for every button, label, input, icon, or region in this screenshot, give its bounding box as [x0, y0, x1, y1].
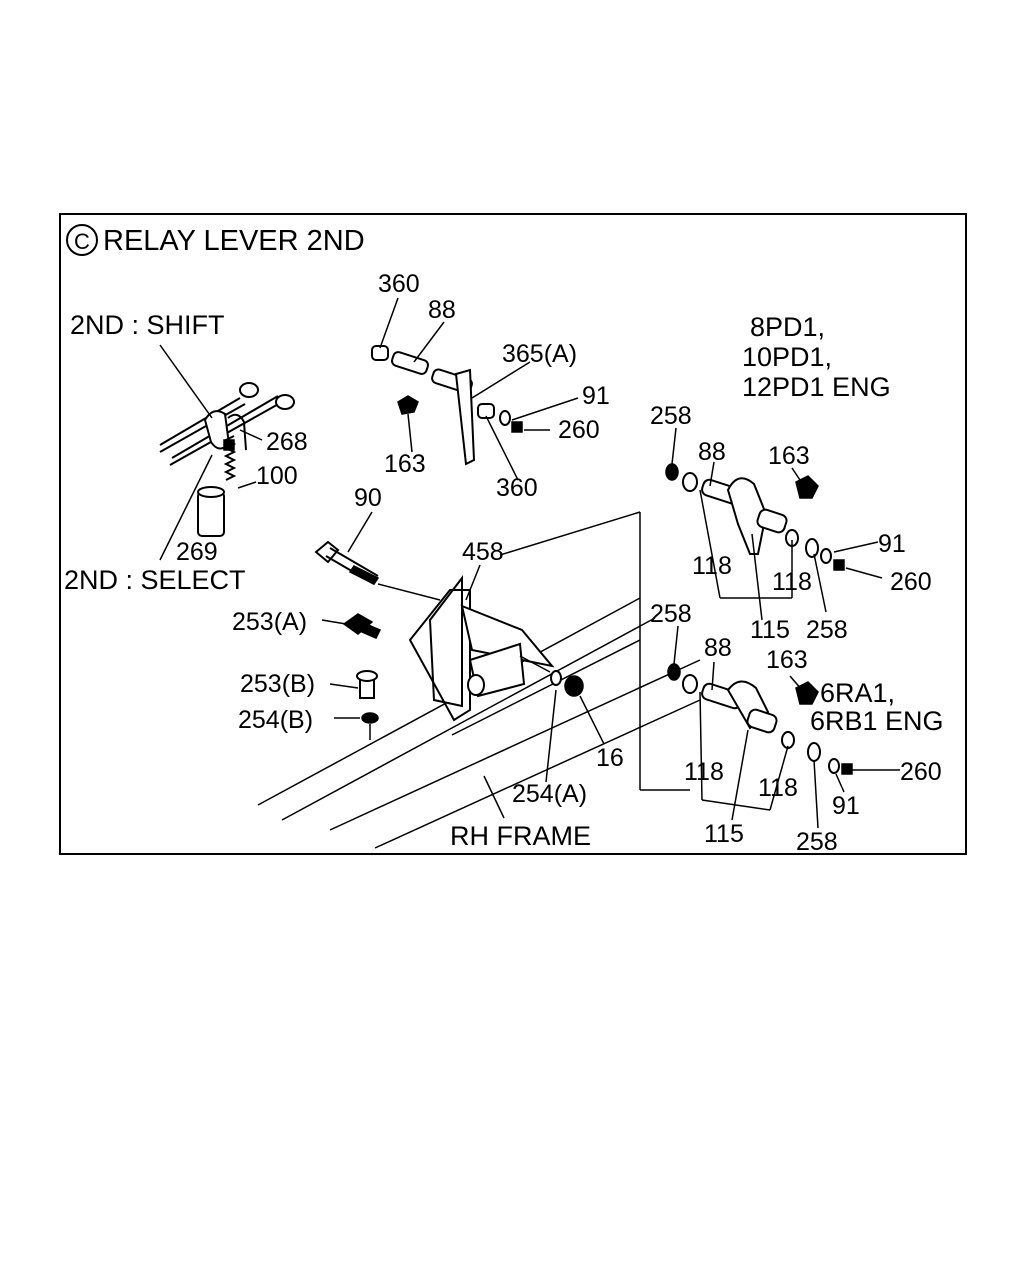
engine-label-upper-3: 12PD1 ENG: [742, 372, 891, 402]
engine-label-upper-1: 8PD1,: [750, 312, 825, 342]
callout-88-top: 88: [428, 296, 456, 324]
callout-365a: 365(A): [502, 340, 577, 368]
diagram-title: RELAY LEVER 2ND: [103, 225, 365, 257]
callout-269: 269: [176, 538, 218, 566]
callout-254a: 254(A): [512, 780, 587, 808]
callout-upper-118-b: 118: [772, 568, 812, 596]
callout-upper-260: 260: [890, 568, 932, 596]
callout-upper-115: 115: [750, 616, 790, 644]
bushing-269: [197, 486, 225, 537]
group-label-shift: 2ND : SHIFT: [70, 310, 225, 340]
callout-254b: 254(B): [238, 706, 313, 734]
upper-relay-lever: [665, 463, 845, 571]
callout-upper-118-a: 118: [692, 552, 732, 580]
group-label-select: 2ND : SELECT: [64, 565, 246, 595]
callout-upper-163: 163: [768, 442, 810, 470]
title-symbol: C: [66, 224, 98, 256]
callout-163-top: 163: [384, 450, 426, 478]
washer-254b: [361, 712, 379, 724]
callout-lower-163: 163: [766, 646, 808, 674]
bolt-253b: [356, 670, 378, 699]
callout-91-top: 91: [582, 382, 610, 410]
callout-268: 268: [266, 428, 308, 456]
engine-label-lower-2: 6RB1 ENG: [810, 706, 944, 736]
callout-upper-88: 88: [698, 438, 726, 466]
callout-16: 16: [596, 744, 624, 772]
callout-360-mid: 360: [496, 474, 538, 502]
bolt-90: [314, 540, 380, 585]
callout-upper-91: 91: [878, 530, 906, 558]
callout-lower-258-a: 258: [650, 600, 692, 628]
callout-458: 458: [462, 538, 504, 566]
top-pin-assembly: [371, 345, 523, 466]
callout-253a: 253(A): [232, 608, 307, 636]
callout-lower-91: 91: [832, 792, 860, 820]
callout-360-top: 360: [378, 270, 420, 298]
callout-upper-258-a: 258: [650, 402, 692, 430]
bracket-458: [408, 575, 555, 722]
diagram-border: [59, 213, 967, 855]
svg-text:C: C: [74, 229, 90, 254]
callout-lower-88: 88: [704, 634, 732, 662]
frame-label: RH FRAME: [450, 821, 591, 851]
callout-lower-258-b: 258: [796, 828, 838, 856]
callout-90: 90: [354, 484, 382, 512]
callout-260-top: 260: [558, 416, 600, 444]
engine-label-lower-1: 6RA1,: [820, 678, 895, 708]
callout-upper-258-b: 258: [806, 616, 848, 644]
washer-254a: [550, 670, 562, 686]
callout-100: 100: [256, 462, 298, 490]
nut-16: [564, 675, 584, 697]
callout-lower-118-a: 118: [684, 758, 724, 786]
callout-lower-115: 115: [704, 820, 744, 848]
callout-lower-260: 260: [900, 758, 942, 786]
engine-label-upper-2: 10PD1,: [742, 342, 832, 372]
bolt-253a: [342, 613, 382, 639]
spring-100: [223, 435, 237, 481]
callout-lower-118-b: 118: [758, 774, 798, 802]
callout-253b: 253(B): [240, 670, 315, 698]
